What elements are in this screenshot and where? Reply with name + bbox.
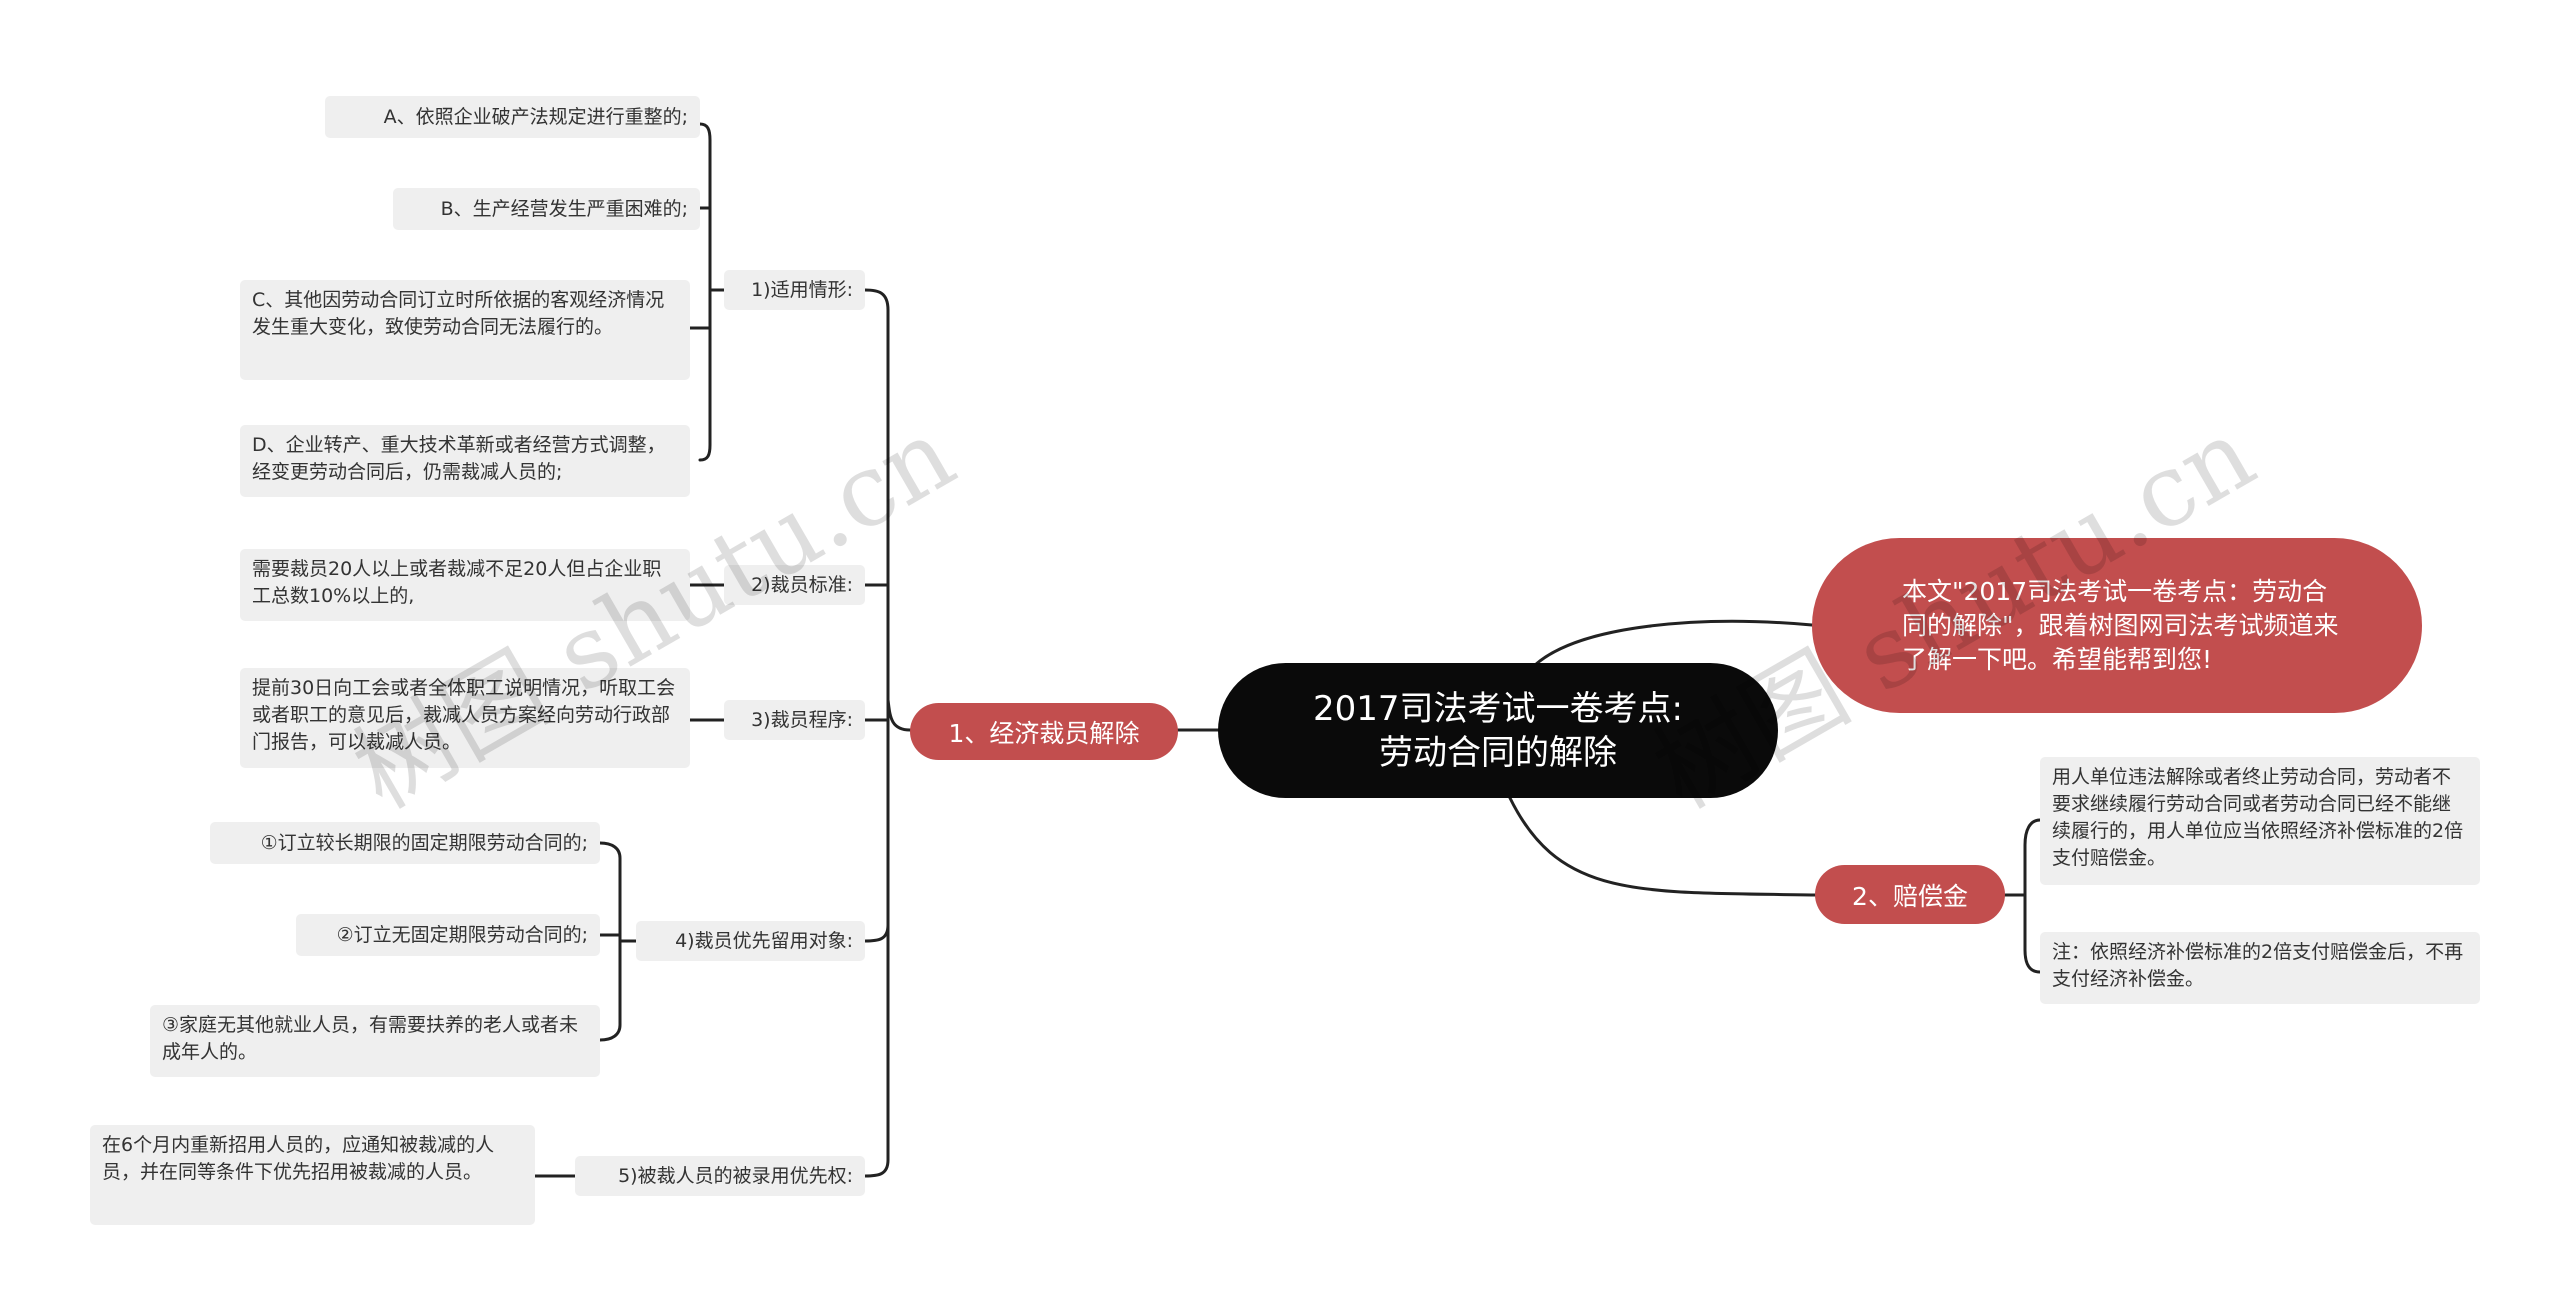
link-layoff-to-priority <box>863 923 890 943</box>
link-central-to-compensation <box>1508 796 1817 897</box>
branch-economic-layoff[interactable]: 1、经济裁员解除 <box>910 703 1178 760</box>
intro-note[interactable]: 本文"2017司法考试一卷考点：劳动合同的解除"，跟着树图网司法考试频道来了解一… <box>1812 538 2422 713</box>
label-applicable-cases[interactable]: 1)适用情形: <box>724 270 865 310</box>
central-topic[interactable]: 2017司法考试一卷考点: 劳动合同的解除 <box>1218 663 1778 798</box>
rehire-item[interactable]: 在6个月内重新招用人员的，应通知被裁减的人员，并在同等条件下优先招用被裁减的人员… <box>90 1125 535 1225</box>
link-priority-bracket <box>598 841 638 1042</box>
label-priority-retention[interactable]: 4)裁员优先留用对象: <box>636 921 865 961</box>
case-item[interactable]: C、其他因劳动合同订立时所依据的客观经济情况发生重大变化，致使劳动合同无法履行的… <box>240 280 690 380</box>
link-cases-bracket <box>698 122 726 462</box>
compensation-item[interactable]: 用人单位违法解除或者终止劳动合同，劳动者不要求继续履行劳动合同或者劳动合同已经不… <box>2040 757 2480 885</box>
label-layoff-procedure[interactable]: 3)裁员程序: <box>724 700 865 740</box>
label-rehire-priority[interactable]: 5)被裁人员的被录用优先权: <box>575 1156 865 1196</box>
label-layoff-standard[interactable]: 2)裁员标准: <box>724 565 865 605</box>
link-layoff-spine <box>863 288 912 732</box>
case-item[interactable]: D、企业转产、重大技术革新或者经营方式调整，经变更劳动合同后，仍需裁减人员的; <box>240 425 690 497</box>
link-layoff-to-rehire <box>863 698 890 1178</box>
compensation-item[interactable]: 注：依照经济补偿标准的2倍支付赔偿金后，不再支付经济补偿金。 <box>2040 932 2480 1004</box>
link-compensation-bracket <box>2003 818 2042 974</box>
case-item[interactable]: A、依照企业破产法规定进行重整的; <box>325 96 700 138</box>
link-central-to-note <box>1533 619 1814 667</box>
priority-item[interactable]: ①订立较长期限的固定期限劳动合同的; <box>210 822 600 864</box>
case-item[interactable]: B、生产经营发生严重困难的; <box>393 188 700 230</box>
priority-item[interactable]: ③家庭无其他就业人员，有需要扶养的老人或者未成年人的。 <box>150 1005 600 1077</box>
branch-compensation[interactable]: 2、赔偿金 <box>1815 865 2005 924</box>
standard-item[interactable]: 需要裁员20人以上或者裁减不足20人但占企业职工总数10%以上的, <box>240 549 690 621</box>
priority-item[interactable]: ②订立无固定期限劳动合同的; <box>296 914 600 956</box>
procedure-item[interactable]: 提前30日向工会或者全体职工说明情况，听取工会或者职工的意见后，裁减人员方案经向… <box>240 668 690 768</box>
